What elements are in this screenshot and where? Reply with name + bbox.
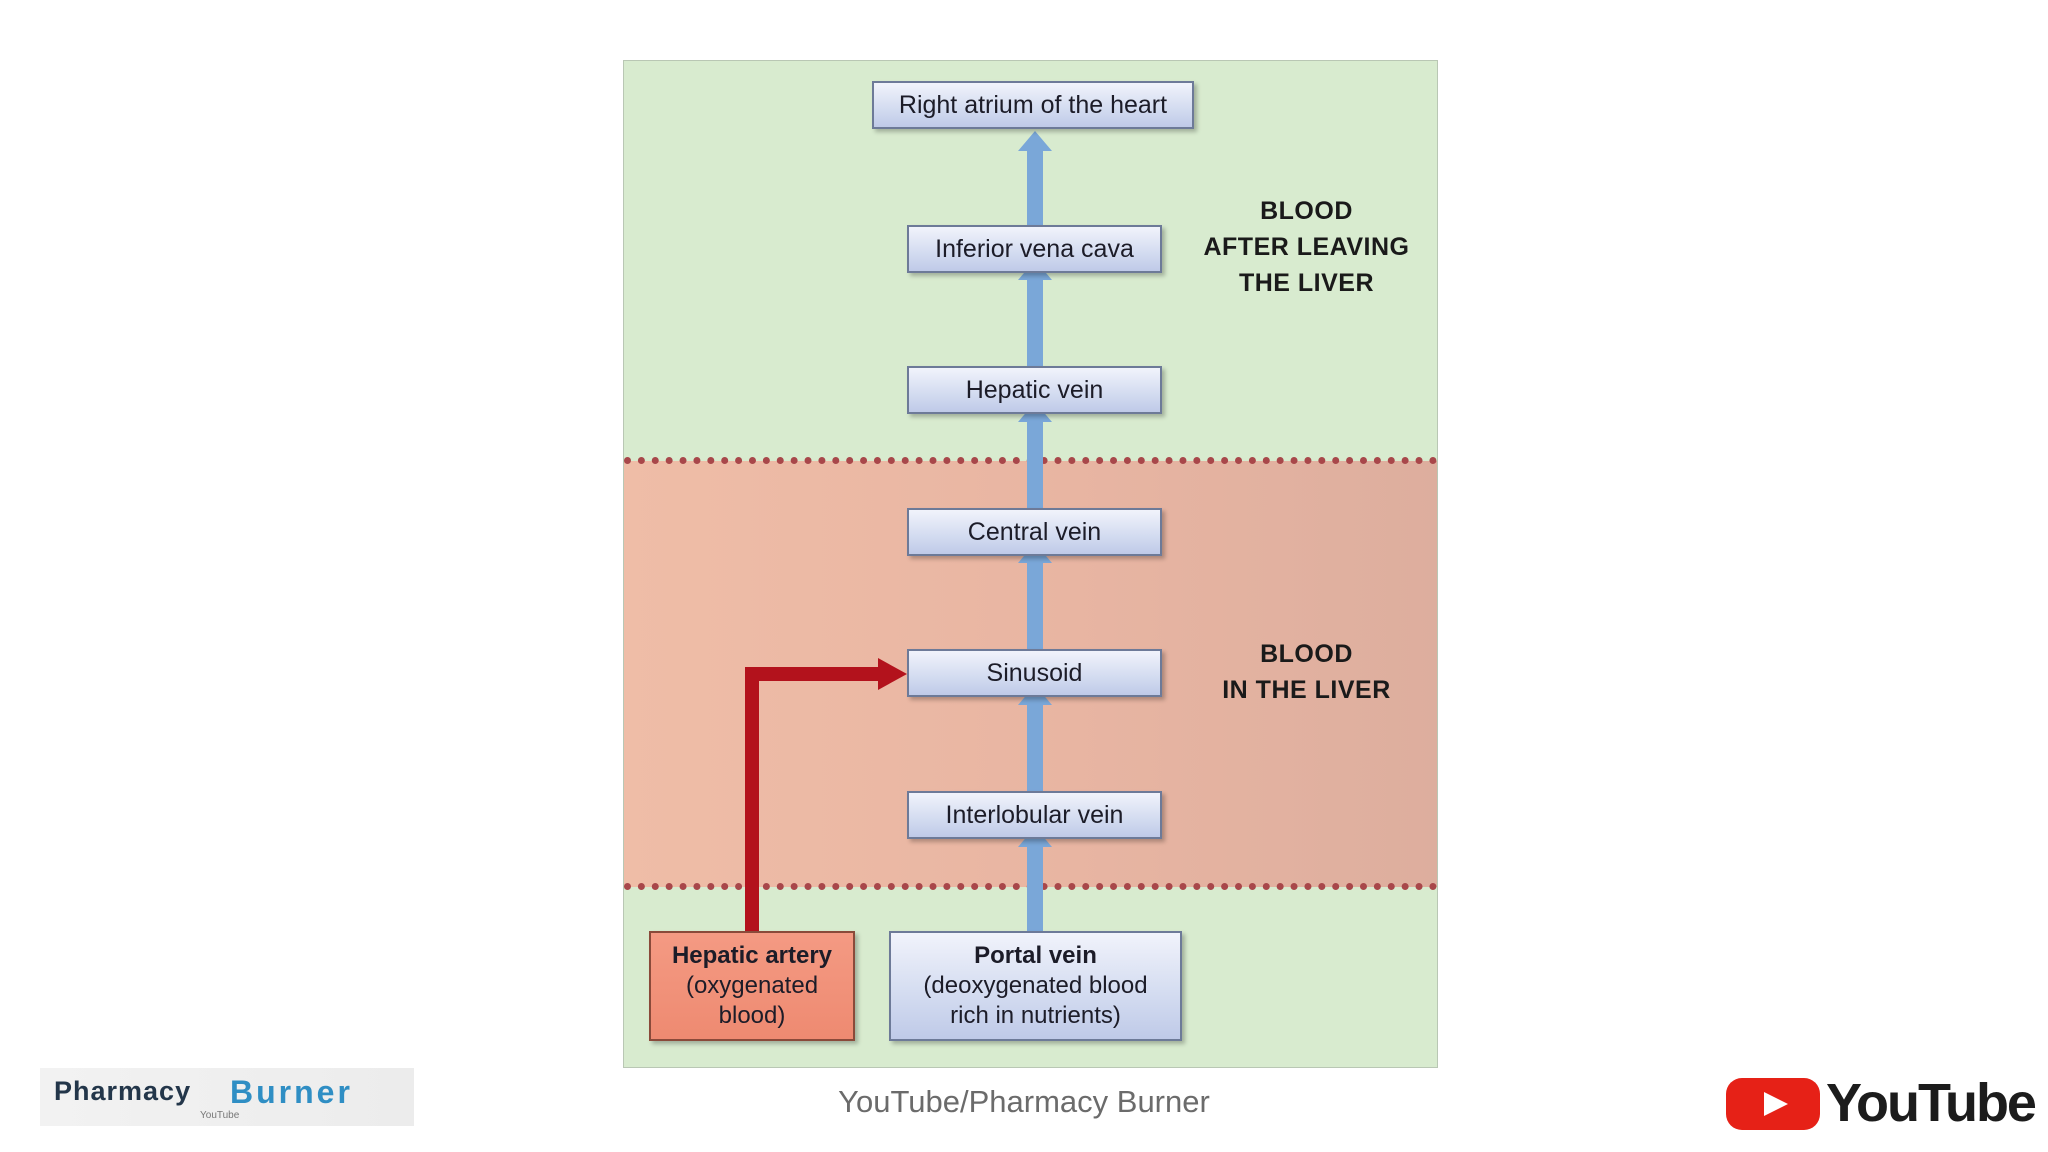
pharmacy-burner-logo: Pharmacy Burner YouTube bbox=[40, 1068, 414, 1126]
flow-arrows bbox=[745, 131, 1052, 959]
label-in-liver: BLOOD IN THE LIVER bbox=[1222, 640, 1391, 704]
youtube-play-icon bbox=[1726, 1078, 1820, 1130]
node-central-vein: Central vein bbox=[907, 508, 1162, 556]
node-sinusoid: Sinusoid bbox=[907, 649, 1162, 697]
blood-flow-diagram: Right atrium of the heart Inferior vena … bbox=[623, 60, 1438, 1068]
arrow-ivc-to-atrium bbox=[1018, 131, 1052, 242]
node-inferior-vena-cava: Inferior vena cava bbox=[907, 225, 1162, 273]
node-hepatic-vein: Hepatic vein bbox=[907, 366, 1162, 414]
node-interlobular-vein: Interlobular vein bbox=[907, 791, 1162, 839]
youtube-logo: YouTube bbox=[1726, 1073, 2037, 1134]
node-portal-vein: Portal vein (deoxygenated blood rich in … bbox=[889, 931, 1182, 1041]
video-caption: YouTube/Pharmacy Burner bbox=[838, 1084, 1210, 1119]
arrow-hepatic-artery-to-sinusoid bbox=[745, 658, 907, 937]
node-hepatic-artery: Hepatic artery (oxygenated blood) bbox=[649, 931, 855, 1041]
label-after-leaving-liver: BLOOD AFTER LEAVING THE LIVER bbox=[1203, 197, 1410, 297]
node-right-atrium: Right atrium of the heart bbox=[872, 81, 1194, 129]
